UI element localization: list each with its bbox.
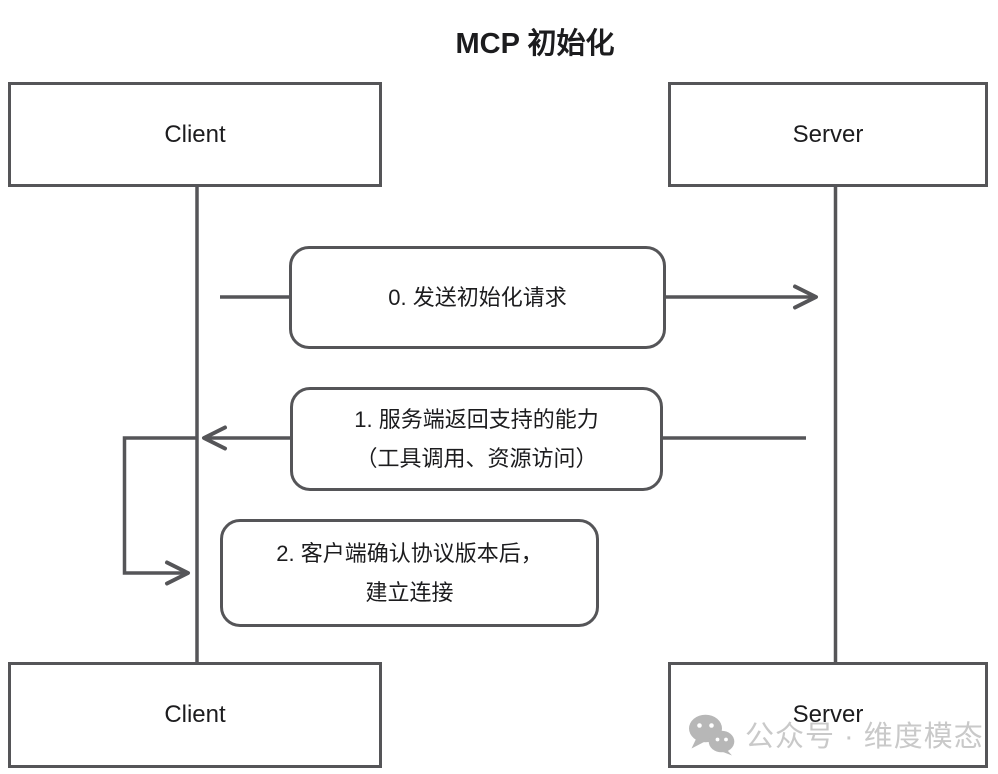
arrow-right-icon: [165, 560, 190, 586]
message-box-0: 0. 发送初始化请求: [289, 246, 666, 349]
message-box-2: 2. 客户端确认协议版本后， 建立连接: [220, 519, 599, 627]
diagram-title: MCP 初始化: [455, 28, 615, 60]
actor-label: Client: [164, 120, 226, 148]
message-label-line: 1. 服务端返回支持的能力: [354, 407, 599, 432]
arrow-right-icon: [793, 284, 818, 310]
wechat-icon: [689, 714, 735, 756]
message-label-line: 2. 客户端确认协议版本后，: [276, 541, 543, 566]
actor-label: Server: [792, 120, 864, 148]
self-loop-line: [122, 436, 197, 575]
actor-label: Server: [792, 701, 864, 728]
message-label-line: 0. 发送初始化请求: [388, 285, 567, 310]
message-label-line: （工具调用、资源访问）: [355, 446, 598, 471]
actor-label: Client: [164, 701, 226, 728]
actor-box-client-top: Client: [8, 82, 382, 187]
watermark: 公众号 · 维度模态: [687, 712, 984, 756]
message-box-1: 1. 服务端返回支持的能力 （工具调用、资源访问）: [290, 387, 663, 491]
arrow-left-icon: [202, 425, 227, 451]
actor-box-client-bottom: Client: [8, 662, 382, 768]
watermark-text: 公众号 · 维度模态: [745, 721, 984, 753]
message-label-line: 建立连接: [365, 580, 454, 605]
actor-box-server-top: Server: [668, 82, 988, 187]
